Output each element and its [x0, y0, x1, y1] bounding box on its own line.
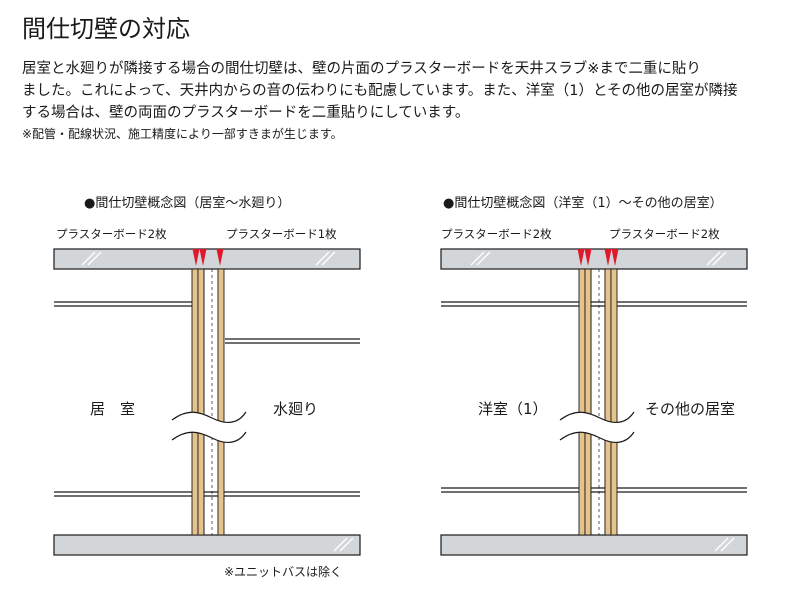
diagram-living-to-wet-area: ●間仕切壁概念図（居室〜水廻り） プラスターボード2枚 プラスターボード1枚 [53, 195, 361, 579]
floor-lines [54, 491, 360, 497]
ceiling-lines [54, 301, 360, 344]
description: 居室と水廻りが隣接する場合の間仕切壁は、壁の片面のプラスターボードを天井スラブ※… [22, 58, 738, 124]
diagram-2-left-room: 洋室（1） [478, 400, 548, 418]
diagram-1-footnote: ※ユニットバスは除く [224, 564, 342, 579]
gap-note: ※配管・配線状況、施工精度により一部すきまが生じます。 [22, 127, 343, 141]
floor-lines [441, 487, 747, 493]
diagram-1-left-room: 居 室 [90, 400, 135, 418]
wall-break-symbol [171, 411, 247, 443]
board-markers [192, 249, 224, 266]
wall-boards [578, 268, 618, 536]
ceiling-slab [53, 248, 361, 270]
diagram-1-board-label-left: プラスターボード2枚 [56, 227, 167, 241]
diagram-1-right-room: 水廻り [273, 400, 318, 418]
diagram-1-title: ●間仕切壁概念図（居室〜水廻り） [84, 195, 290, 211]
diagram-2-board-label-right: プラスターボード2枚 [609, 227, 720, 241]
diagram-2-board-label-left: プラスターボード2枚 [441, 227, 552, 241]
diagram-2-title: ●間仕切壁概念図（洋室（1）〜その他の居室） [443, 195, 723, 211]
description-line-1: 居室と水廻りが隣接する場合の間仕切壁は、壁の片面のプラスターボードを天井スラブ※… [22, 61, 701, 77]
page-title: 間仕切壁の対応 [22, 15, 190, 43]
description-line-2: ました。これによって、天井内からの音の伝わりにも配慮しています。また、洋室（1）… [22, 83, 738, 99]
diagram-1-board-label-right: プラスターボード1枚 [226, 227, 337, 241]
diagram-western-room-to-other-room: ●間仕切壁概念図（洋室（1）〜その他の居室） プラスターボード2枚 プラスターボ… [440, 195, 748, 556]
wall-break-symbol [559, 411, 635, 443]
floor-slab [440, 534, 748, 556]
board-markers [577, 249, 619, 266]
floor-slab [53, 534, 361, 556]
description-line-3: する場合は、壁の両面のプラスターボードを二重貼りにしています。 [22, 105, 470, 121]
wall-boards [191, 268, 225, 536]
ceiling-slab [440, 248, 748, 270]
ceiling-lines [441, 301, 747, 307]
diagram-2-right-room: その他の居室 [645, 400, 735, 418]
